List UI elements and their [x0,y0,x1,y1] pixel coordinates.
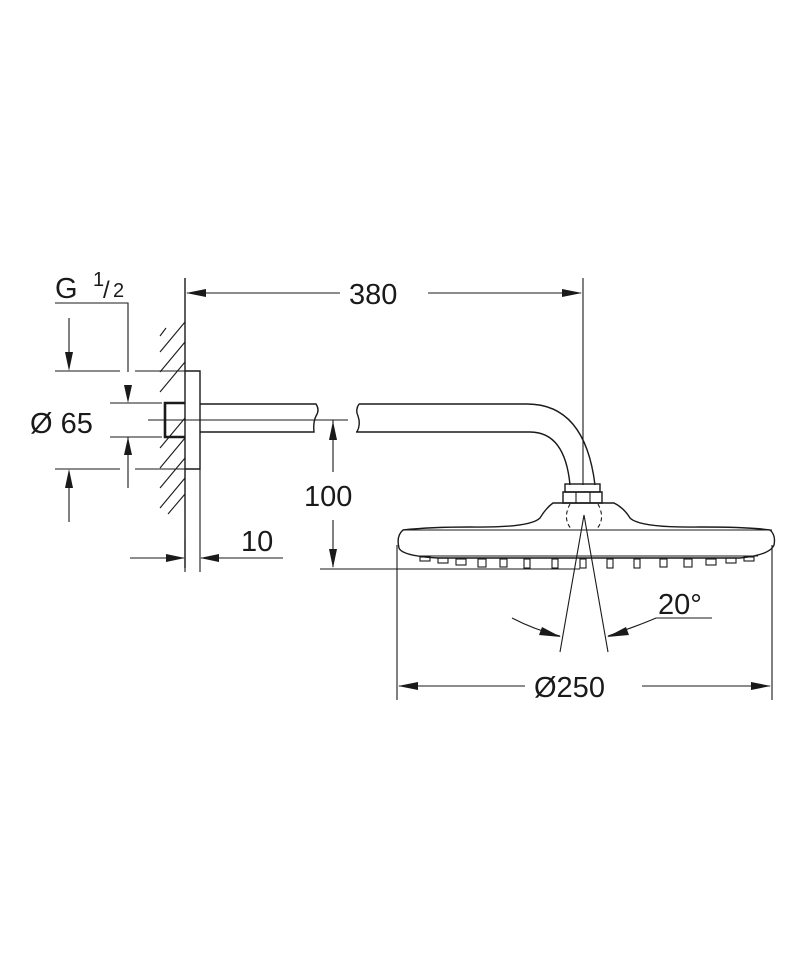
dimension-thread: G 1 / 2 [55,269,162,488]
drop-height-label: 100 [304,481,352,513]
head-diameter-label: Ø250 [534,672,605,704]
dimension-drop-height: 100 [304,420,580,570]
dimension-head-diameter: Ø250 [396,545,773,704]
svg-text:2: 2 [113,280,124,302]
wall-hatching [159,321,186,515]
wall [159,278,186,568]
thread-label: G [55,273,78,305]
svg-text:/: / [103,277,110,304]
flange-diameter-label: Ø 65 [30,408,93,440]
svg-text:1: 1 [93,269,104,291]
dimension-arm-length: 380 [186,278,584,485]
spray-nozzles [419,556,755,569]
arm-length-label: 380 [349,279,397,311]
dimension-flange-depth: 10 [130,469,283,572]
dimension-flange-diameter: Ø 65 [30,318,185,522]
dimension-spray-angle: 20° [511,514,712,653]
shower-arm [200,403,596,486]
spray-angle-label: 20° [658,589,702,621]
flange-depth-label: 10 [241,526,273,558]
